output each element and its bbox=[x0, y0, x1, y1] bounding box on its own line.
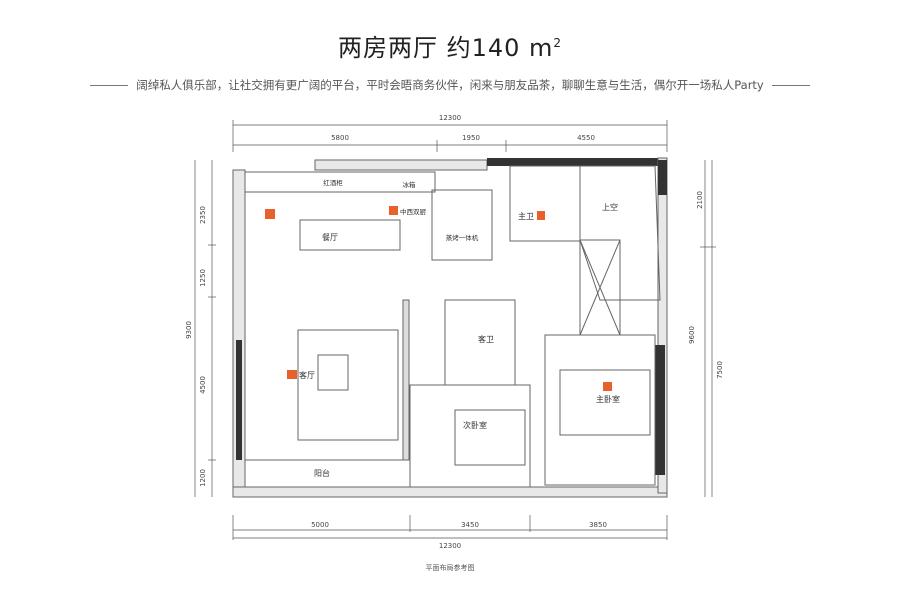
dim-bottom-1: 5000 bbox=[311, 521, 329, 529]
dim-right-total: 9600 bbox=[688, 326, 696, 344]
dim-left-4: 1200 bbox=[199, 469, 207, 487]
dim-bottom-total: 12300 bbox=[439, 542, 461, 550]
dimension-lines bbox=[194, 120, 716, 540]
living-icon bbox=[287, 370, 297, 379]
walls bbox=[232, 157, 668, 498]
label-void: 上空 bbox=[602, 202, 618, 212]
dim-left-3: 4500 bbox=[199, 376, 207, 394]
dim-left-1: 2350 bbox=[199, 206, 207, 224]
title-text: 两房两厅 约140 m bbox=[337, 34, 554, 62]
label-steam-oven: 蒸烤一体机 bbox=[446, 233, 479, 242]
bedroom-icon bbox=[603, 382, 612, 391]
dim-right-1: 2100 bbox=[696, 191, 704, 209]
dim-left-total: 9300 bbox=[185, 321, 193, 339]
dim-bottom-2: 3450 bbox=[461, 521, 479, 529]
page-title: 两房两厅 约140 m2 bbox=[0, 28, 900, 63]
dim-right-2: 7500 bbox=[716, 361, 724, 379]
subtitle: 阔绰私人俱乐部，让社交拥有更广阔的平台，平时会晤商务伙伴，闲来与朋友品茶，聊聊生… bbox=[0, 77, 900, 93]
dim-top-2: 1950 bbox=[462, 134, 480, 142]
kitchen-icon bbox=[389, 206, 398, 215]
label-guest-bath: 客卫 bbox=[478, 334, 494, 344]
label-dining: 餐厅 bbox=[322, 233, 338, 242]
dim-top-total: 12300 bbox=[439, 114, 461, 122]
label-balcony: 阳台 bbox=[314, 468, 330, 478]
label-master-bedroom: 主卧室 bbox=[596, 394, 620, 404]
label-wine-cabinet: 红酒柜 bbox=[323, 178, 343, 187]
title-superscript: 2 bbox=[553, 36, 563, 50]
bath-icon bbox=[537, 211, 545, 220]
dim-bottom-3: 3850 bbox=[589, 521, 607, 529]
dim-top-3: 4550 bbox=[577, 134, 595, 142]
label-second-bedroom: 次卧室 bbox=[463, 420, 487, 430]
label-master-bath: 主卫 bbox=[518, 211, 534, 221]
caption: 平面布局参考图 bbox=[426, 563, 475, 572]
dim-left-2: 1250 bbox=[199, 269, 207, 287]
label-living: 客厅 bbox=[299, 370, 315, 380]
label-fridge: 冰箱 bbox=[403, 180, 417, 189]
label-kitchen: 中西双厨 bbox=[400, 207, 427, 216]
dining-icon bbox=[265, 209, 275, 219]
dim-top-1: 5800 bbox=[331, 134, 349, 142]
